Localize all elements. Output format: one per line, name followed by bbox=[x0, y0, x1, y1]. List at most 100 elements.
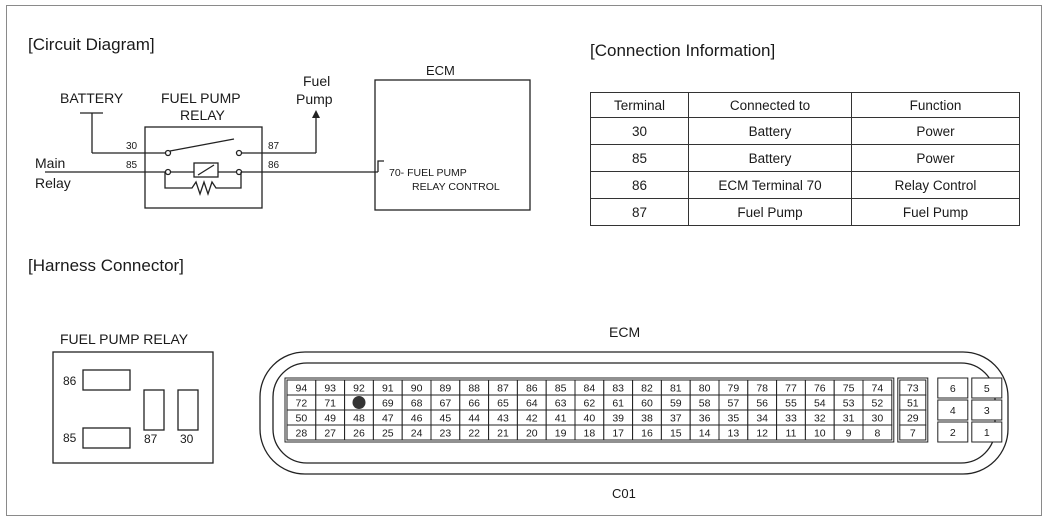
ecm-pin-label: 11 bbox=[786, 428, 797, 440]
ecm-pin-label: 23 bbox=[440, 428, 452, 440]
ecm-pin-label: 79 bbox=[728, 383, 740, 395]
ecm-pin-label: 46 bbox=[411, 413, 423, 425]
fuel-pump-label-line2: Pump bbox=[296, 91, 333, 107]
table-row: 85 Battery Power bbox=[590, 144, 1020, 172]
ecm-pin-label: 16 bbox=[641, 428, 653, 440]
connector-id-label: C01 bbox=[612, 486, 636, 501]
cell-terminal: 87 bbox=[590, 198, 689, 226]
cell-function: Fuel Pump bbox=[851, 198, 1020, 226]
ecm-pin-label: 15 bbox=[670, 428, 682, 440]
relay-label-line2: RELAY bbox=[180, 107, 226, 123]
ecm-pin-label: 71 bbox=[324, 398, 336, 410]
ecm-pin-label: 37 bbox=[670, 413, 682, 425]
ecm-pin-label: 85 bbox=[555, 383, 567, 395]
relay-pin-86: 86 bbox=[63, 374, 77, 388]
cell-function: Power bbox=[851, 144, 1020, 172]
ecm-pin-label: 89 bbox=[440, 383, 452, 395]
ecm-pin-label: 81 bbox=[670, 383, 682, 395]
ecm-pin-label: 28 bbox=[296, 428, 308, 440]
ecm-pin-label: 58 bbox=[699, 398, 711, 410]
ecm-pin-label: 18 bbox=[584, 428, 596, 440]
ecm-pin-label: 63 bbox=[555, 398, 567, 410]
ecm-pin-label: 14 bbox=[699, 428, 711, 440]
ecm-grid-frame bbox=[284, 377, 895, 443]
ecm-pin-label: 82 bbox=[641, 383, 653, 395]
ecm-pin-label: 52 bbox=[872, 398, 884, 410]
relay-connector-title: FUEL PUMP RELAY bbox=[60, 331, 189, 347]
circuit-diagram: BATTERY FUEL PUMP RELAY Fuel Pump Main R… bbox=[35, 63, 531, 211]
cell-connected-to: ECM Terminal 70 bbox=[688, 171, 852, 199]
ecm-pin-label: 6 bbox=[950, 383, 956, 395]
cell-connected-to: Fuel Pump bbox=[688, 198, 852, 226]
ecm-pin-label: 48 bbox=[353, 413, 365, 425]
ecm-pin-label: 36 bbox=[699, 413, 711, 425]
ecm-pin-label: 4 bbox=[950, 405, 956, 417]
table-row: 86 ECM Terminal 70 Relay Control bbox=[590, 171, 1020, 199]
ecm-right-pin-cell bbox=[937, 377, 969, 399]
ecm-pin-label: 5 bbox=[984, 383, 990, 395]
harness-connector-title: [Harness Connector] bbox=[28, 256, 184, 275]
ecm-right-pin-cell bbox=[937, 399, 969, 421]
ecm-pin-label: 73 bbox=[907, 383, 919, 395]
ecm-pin-label: 59 bbox=[670, 398, 682, 410]
ecm-pin-label: 50 bbox=[296, 413, 308, 425]
ecm-pin-label: 77 bbox=[785, 383, 797, 395]
circuit-diagram-title: [Circuit Diagram] bbox=[28, 35, 155, 54]
ecm-pin-label: 72 bbox=[296, 398, 308, 410]
ecm-pin-label: 87 bbox=[497, 383, 509, 395]
pin-85-label: 85 bbox=[126, 160, 138, 171]
battery-label: BATTERY bbox=[60, 90, 124, 106]
main-relay-label-line2: Relay bbox=[35, 175, 71, 191]
ecm-pin-label: 38 bbox=[641, 413, 653, 425]
ecm-pin-label: 49 bbox=[324, 413, 336, 425]
ecm-side-frame bbox=[897, 377, 929, 443]
ecm-right-pin-cell bbox=[971, 421, 1003, 443]
ecm-pin-label: 51 bbox=[907, 398, 919, 410]
ecm-pin-label: 25 bbox=[382, 428, 394, 440]
ecm-pin-label: 26 bbox=[353, 428, 365, 440]
ecm-pin-label: 31 bbox=[843, 413, 855, 425]
ecm-label: ECM bbox=[426, 63, 455, 78]
ecm-pin-label: 92 bbox=[353, 383, 365, 395]
ecm-pin-label: 68 bbox=[411, 398, 423, 410]
ecm-pin-label: 80 bbox=[699, 383, 711, 395]
pin-86-label: 86 bbox=[268, 160, 280, 171]
ecm-pin-label: 93 bbox=[324, 383, 336, 395]
ecm-pin-label: 9 bbox=[846, 428, 852, 440]
relay-connector: FUEL PUMP RELAY 86 85 87 30 bbox=[52, 331, 214, 464]
ecm-pin-label: 30 bbox=[872, 413, 884, 425]
ecm-pin-label: 56 bbox=[756, 398, 768, 410]
ecm-pin-label: 39 bbox=[612, 413, 624, 425]
ecm-right-pin-cell bbox=[971, 399, 1003, 421]
pin-87-label: 87 bbox=[268, 141, 280, 152]
ecm-pin-label: 74 bbox=[872, 383, 884, 395]
ecm-pin-label: 19 bbox=[555, 428, 567, 440]
ecm-pin-label: 69 bbox=[382, 398, 394, 410]
header-terminal: Terminal bbox=[590, 92, 689, 118]
ecm-connector-title: ECM bbox=[609, 324, 641, 340]
connection-info-title: [Connection Information] bbox=[590, 41, 776, 60]
ecm-pin-label: 91 bbox=[382, 383, 394, 395]
relay-label-line1: FUEL PUMP bbox=[161, 90, 241, 106]
cell-function: Power bbox=[851, 117, 1020, 145]
cell-terminal: 30 bbox=[590, 117, 689, 145]
ecm-right-pin-cell bbox=[937, 421, 969, 443]
ecm-pin-label: 78 bbox=[756, 383, 768, 395]
ecm-pin-label: 1 bbox=[984, 427, 990, 439]
table-row: 30 Battery Power bbox=[590, 117, 1020, 145]
relay-pin-87: 87 bbox=[144, 432, 158, 446]
table-row: 87 Fuel Pump Fuel Pump bbox=[590, 198, 1020, 226]
ecm-pin-label: 20 bbox=[526, 428, 538, 440]
ecm-pin-label: 22 bbox=[468, 428, 480, 440]
cell-terminal: 86 bbox=[590, 171, 689, 199]
cell-connected-to: Battery bbox=[688, 117, 852, 145]
ecm-pin-label: 57 bbox=[728, 398, 740, 410]
table-header-row: Terminal Connected to Function bbox=[590, 92, 1020, 118]
ecm-pin-label: 12 bbox=[756, 428, 768, 440]
ecm-pin-label: 29 bbox=[907, 413, 919, 425]
ecm-pin-label: 41 bbox=[555, 413, 567, 425]
ecm-pin-label: 35 bbox=[728, 413, 740, 425]
pin-30-label: 30 bbox=[126, 141, 138, 152]
ecm-pin-label: 64 bbox=[526, 398, 538, 410]
ecm-pin-label: 21 bbox=[497, 428, 509, 440]
